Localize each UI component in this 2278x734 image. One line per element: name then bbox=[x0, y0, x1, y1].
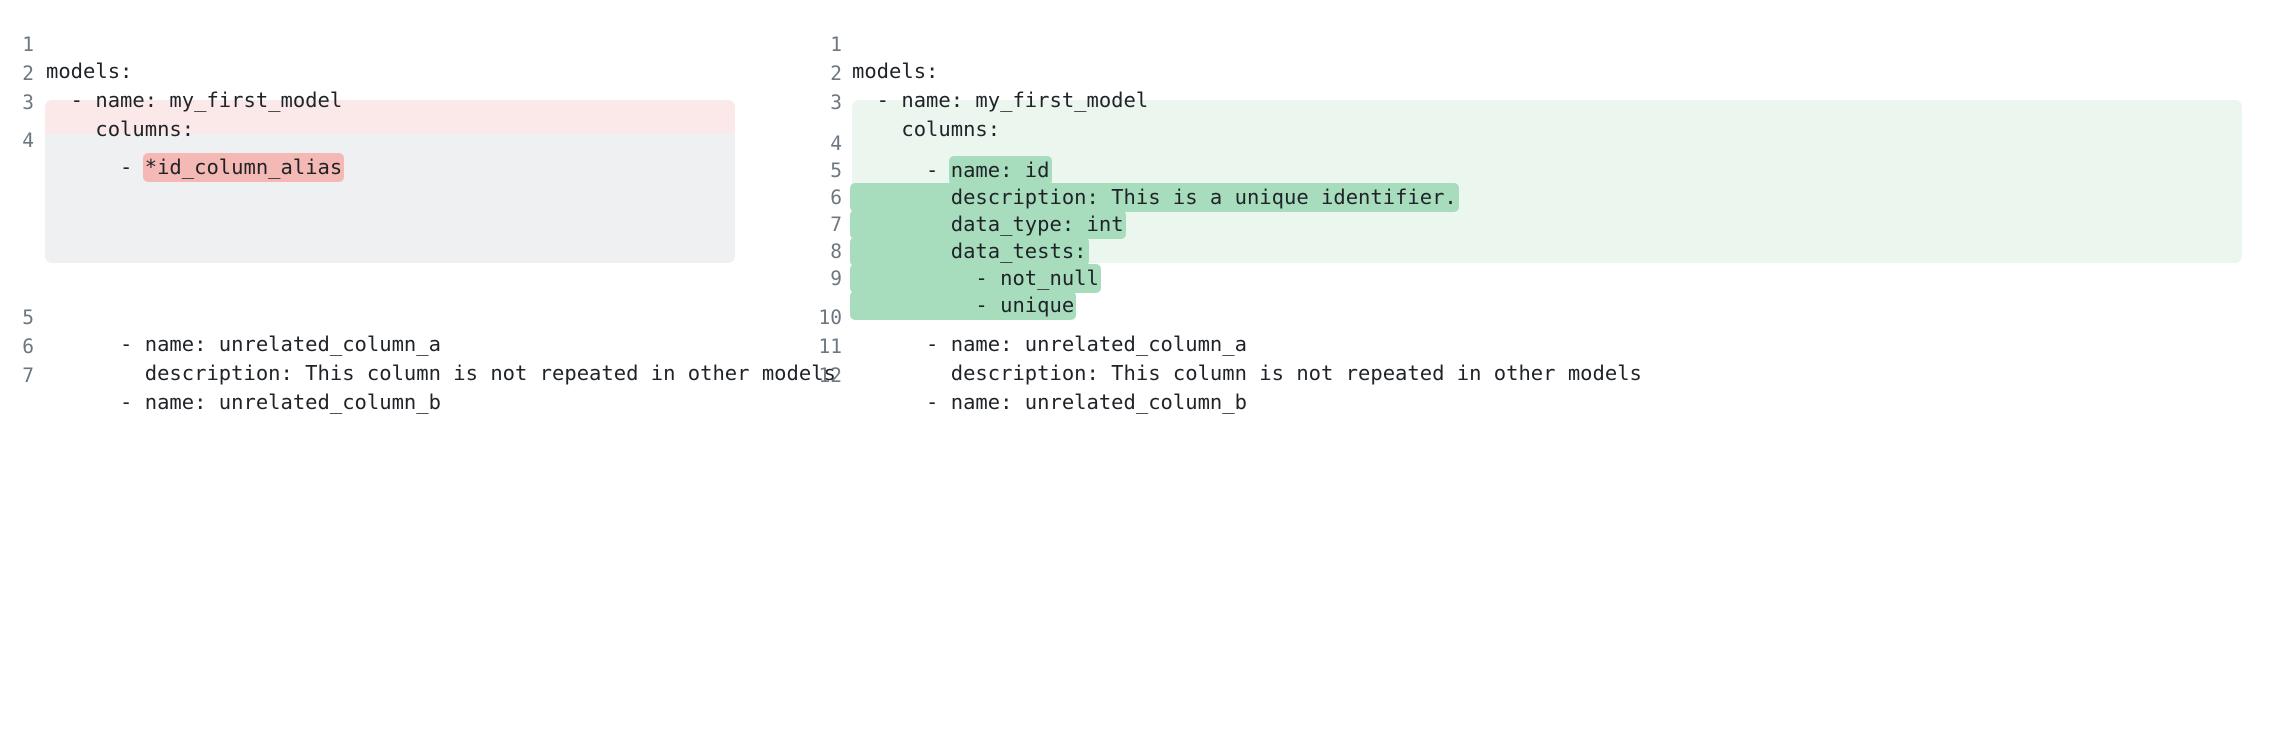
line-number: 6 bbox=[830, 186, 842, 210]
line-text: - not_null bbox=[850, 264, 1101, 294]
line-text: description: This is a unique identifier… bbox=[850, 183, 1459, 213]
code-block-after: 1 models: 2 - name: my_first_model 3 col… bbox=[790, 0, 2278, 734]
added-token-text: data_tests: bbox=[950, 239, 1087, 264]
line-text: columns: bbox=[46, 117, 195, 142]
line-number: 1 bbox=[830, 33, 842, 57]
line-number: 9 bbox=[830, 267, 842, 291]
line-number: 2 bbox=[830, 62, 842, 86]
line-text: description: This column is not repeated… bbox=[852, 361, 1642, 386]
code-line: 3 columns: bbox=[790, 62, 2278, 141]
line-number: 8 bbox=[830, 240, 842, 264]
line-number: 12 bbox=[818, 364, 842, 388]
yaml-side-by-side-diff: 1 models: 2 - name: my_first_model 3 col… bbox=[0, 0, 2278, 528]
line-number: 3 bbox=[22, 91, 34, 115]
line-number: 5 bbox=[830, 159, 842, 183]
added-token: - unique bbox=[850, 291, 1077, 321]
line-number: 7 bbox=[830, 213, 842, 237]
line-text: - unique bbox=[850, 291, 1077, 321]
added-token-text: - unique bbox=[975, 293, 1075, 318]
code-line: 11 description: This column is not repea… bbox=[790, 306, 2278, 385]
diff-pane-before: 1 models: 2 - name: my_first_model 3 col… bbox=[0, 0, 836, 528]
line-text: models: bbox=[46, 59, 133, 84]
added-token: - not_null bbox=[850, 264, 1101, 294]
added-token-text: data_type: int bbox=[950, 212, 1124, 237]
removed-line-background bbox=[45, 100, 735, 134]
line-number: 2 bbox=[22, 62, 34, 86]
removed-token: *id_column_alias bbox=[142, 153, 345, 183]
line-text: - *id_column_alias bbox=[46, 153, 345, 183]
added-token: description: This is a unique identifier… bbox=[850, 183, 1459, 213]
code-line-added: 5 description: This is a unique identifi… bbox=[790, 130, 2278, 213]
added-token-text: description: This is a unique identifier… bbox=[950, 185, 1457, 210]
line-number: 6 bbox=[22, 335, 34, 359]
line-text: - name: unrelated_column_b bbox=[46, 390, 441, 415]
line-text: - name: unrelated_column_b bbox=[852, 390, 1247, 415]
line-text: - name: unrelated_column_a bbox=[852, 332, 1247, 357]
added-token-text: - not_null bbox=[975, 266, 1099, 291]
code-line-added: 6 data_type: int bbox=[790, 157, 2278, 240]
code-line: 5 - name: unrelated_column_a bbox=[0, 277, 790, 356]
line-prefix: - bbox=[852, 158, 951, 183]
line-number: 5 bbox=[22, 306, 34, 330]
code-line: 1 models: bbox=[790, 4, 2278, 83]
code-line: 2 - name: my_first_model bbox=[0, 33, 790, 112]
line-number: 11 bbox=[818, 335, 842, 359]
line-number: 3 bbox=[830, 91, 842, 115]
line-text: columns: bbox=[852, 117, 1001, 142]
line-text: data_type: int bbox=[850, 210, 1126, 240]
line-text: models: bbox=[852, 59, 939, 84]
line-number: 4 bbox=[22, 129, 34, 153]
code-line-removed: 4 - *id_column_alias bbox=[0, 100, 790, 183]
code-line: 2 - name: my_first_model bbox=[790, 33, 2278, 112]
line-prefix: - bbox=[46, 155, 145, 180]
line-text: - name: id bbox=[852, 156, 1052, 186]
code-line-added: 7 data_tests: bbox=[790, 184, 2278, 267]
line-text: - name: unrelated_column_a bbox=[46, 332, 441, 357]
code-line: 12 - name: unrelated_column_b bbox=[790, 335, 2278, 414]
code-line: 3 columns: bbox=[0, 62, 790, 141]
code-line: 6 description: This column is not repeat… bbox=[0, 306, 836, 385]
added-token: data_type: int bbox=[850, 210, 1126, 240]
line-text: data_tests: bbox=[850, 237, 1089, 267]
added-token: name: id bbox=[948, 156, 1052, 186]
line-text: - name: my_first_model bbox=[852, 88, 1149, 113]
line-text: description: This column is not repeated… bbox=[46, 361, 836, 386]
code-line: 10 - name: unrelated_column_a bbox=[790, 277, 2278, 356]
line-number: 4 bbox=[830, 132, 842, 156]
code-line-added: 9 - unique bbox=[790, 238, 2278, 321]
code-line: 1 models: bbox=[0, 4, 790, 83]
code-block-before: 1 models: 2 - name: my_first_model 3 col… bbox=[0, 0, 836, 462]
code-line-added: 8 - not_null bbox=[790, 211, 2278, 294]
line-number: 1 bbox=[22, 33, 34, 57]
code-line: 7 - name: unrelated_column_b bbox=[0, 335, 790, 414]
added-token: data_tests: bbox=[850, 237, 1089, 267]
line-number: 7 bbox=[22, 364, 34, 388]
line-text: - name: my_first_model bbox=[46, 88, 343, 113]
code-line-added: 4 - name: id bbox=[790, 103, 2278, 186]
line-number: 10 bbox=[818, 306, 842, 330]
diff-pane-after: 1 models: 2 - name: my_first_model 3 col… bbox=[790, 0, 2278, 528]
